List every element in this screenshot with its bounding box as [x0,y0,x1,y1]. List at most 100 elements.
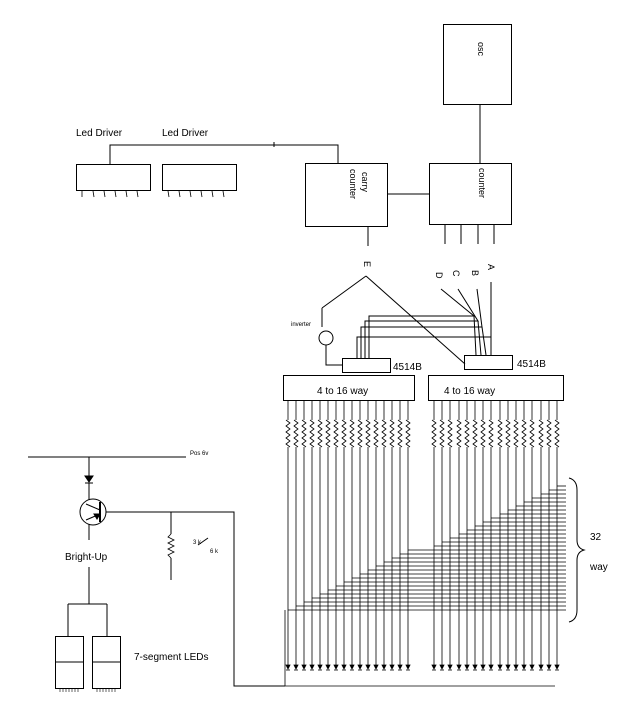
output-resistor [554,419,560,448]
output-led [488,664,494,670]
led-driver-block-1 [76,164,151,191]
output-resistor [464,419,470,448]
c-label: C [451,270,461,277]
output-resistor [538,419,544,448]
output-matrix [284,401,566,687]
diode-symbol [84,475,94,483]
n32-label: 32 [590,532,602,543]
output-led [513,664,519,670]
e-label: E [362,261,372,267]
output-resistor [341,419,347,448]
output-resistor [439,419,445,448]
osc-label: osc [476,42,486,57]
demux-box-1 [283,375,415,401]
counter-label: counter [477,168,487,198]
b-label: B [470,270,480,276]
abcd-bus [356,282,492,358]
output-led [389,664,395,670]
res-label-1: 3 k [193,540,202,546]
output-resistor [521,419,527,448]
output-led [317,664,323,670]
output-led [293,664,299,670]
output-led [464,664,470,670]
output-resistor [333,419,339,448]
led-driver-label-2: Led Driver [162,128,209,139]
output-led [521,664,527,670]
output-led [301,664,307,670]
chip-label-2: 4514B [517,359,546,370]
output-resistor [325,419,331,448]
output-resistor [397,419,403,448]
output-led [357,664,363,670]
chip-label-1: 4514B [393,362,422,373]
output-led [456,664,462,670]
output-led [505,664,511,670]
output-led [285,664,291,670]
osc-block [443,24,512,105]
output-led [373,664,379,670]
output-resistor [480,419,486,448]
d-label: D [434,272,444,279]
led-driver-label-1: Led Driver [76,128,123,139]
output-led [447,664,453,670]
output-resistor [405,419,411,448]
bright-up-label: Bright-Up [65,552,108,563]
seven-seg-label: 7-segment LEDs [134,652,208,663]
led-driver-pins [81,190,225,198]
resistor-bright [167,533,175,559]
counter-block [429,163,512,225]
output-led [309,664,315,670]
carry-counter-label-2: counter [348,169,358,199]
circuit-structure [28,24,586,692]
output-resistor [365,419,371,448]
output-resistor [497,419,503,448]
output-resistor [488,419,494,448]
output-resistor [505,419,511,448]
demux-label-1: 4 to 16 way [317,386,368,397]
output-led [333,664,339,670]
output-resistor [546,419,552,448]
output-led [325,664,331,670]
output-led [439,664,445,670]
output-resistor [472,419,478,448]
output-led [349,664,355,670]
output-led [529,664,535,670]
way-brace [568,477,586,623]
carry-counter-block [305,163,388,227]
output-resistor [431,419,437,448]
demux-label-2: 4 to 16 way [444,386,495,397]
led-driver-block-2 [162,164,237,191]
output-resistor [456,419,462,448]
output-resistor [317,419,323,448]
output-resistor [389,419,395,448]
output-led [497,664,503,670]
carry-counter-label-1: carry [360,172,370,192]
output-led [381,664,387,670]
a-label: A [486,264,496,270]
output-resistor [349,419,355,448]
output-led [472,664,478,670]
output-resistor [357,419,363,448]
output-led [405,664,411,670]
chip-4514b-2 [464,355,513,370]
output-resistor [381,419,387,448]
output-led [546,664,552,670]
output-resistor [447,419,453,448]
output-resistor [529,419,535,448]
res-label-2: 6 k [210,549,219,555]
output-led [397,664,403,670]
output-led [341,664,347,670]
output-resistor [301,419,307,448]
inverter-label: inverter [291,322,311,328]
output-resistor [373,419,379,448]
output-resistor [293,419,299,448]
output-resistor [285,419,291,448]
output-resistor [513,419,519,448]
transistor-symbol [79,498,107,526]
chip-4514b-1 [342,358,391,373]
output-led [538,664,544,670]
output-resistor [309,419,315,448]
output-led [480,664,486,670]
demux-box-2 [428,375,564,401]
